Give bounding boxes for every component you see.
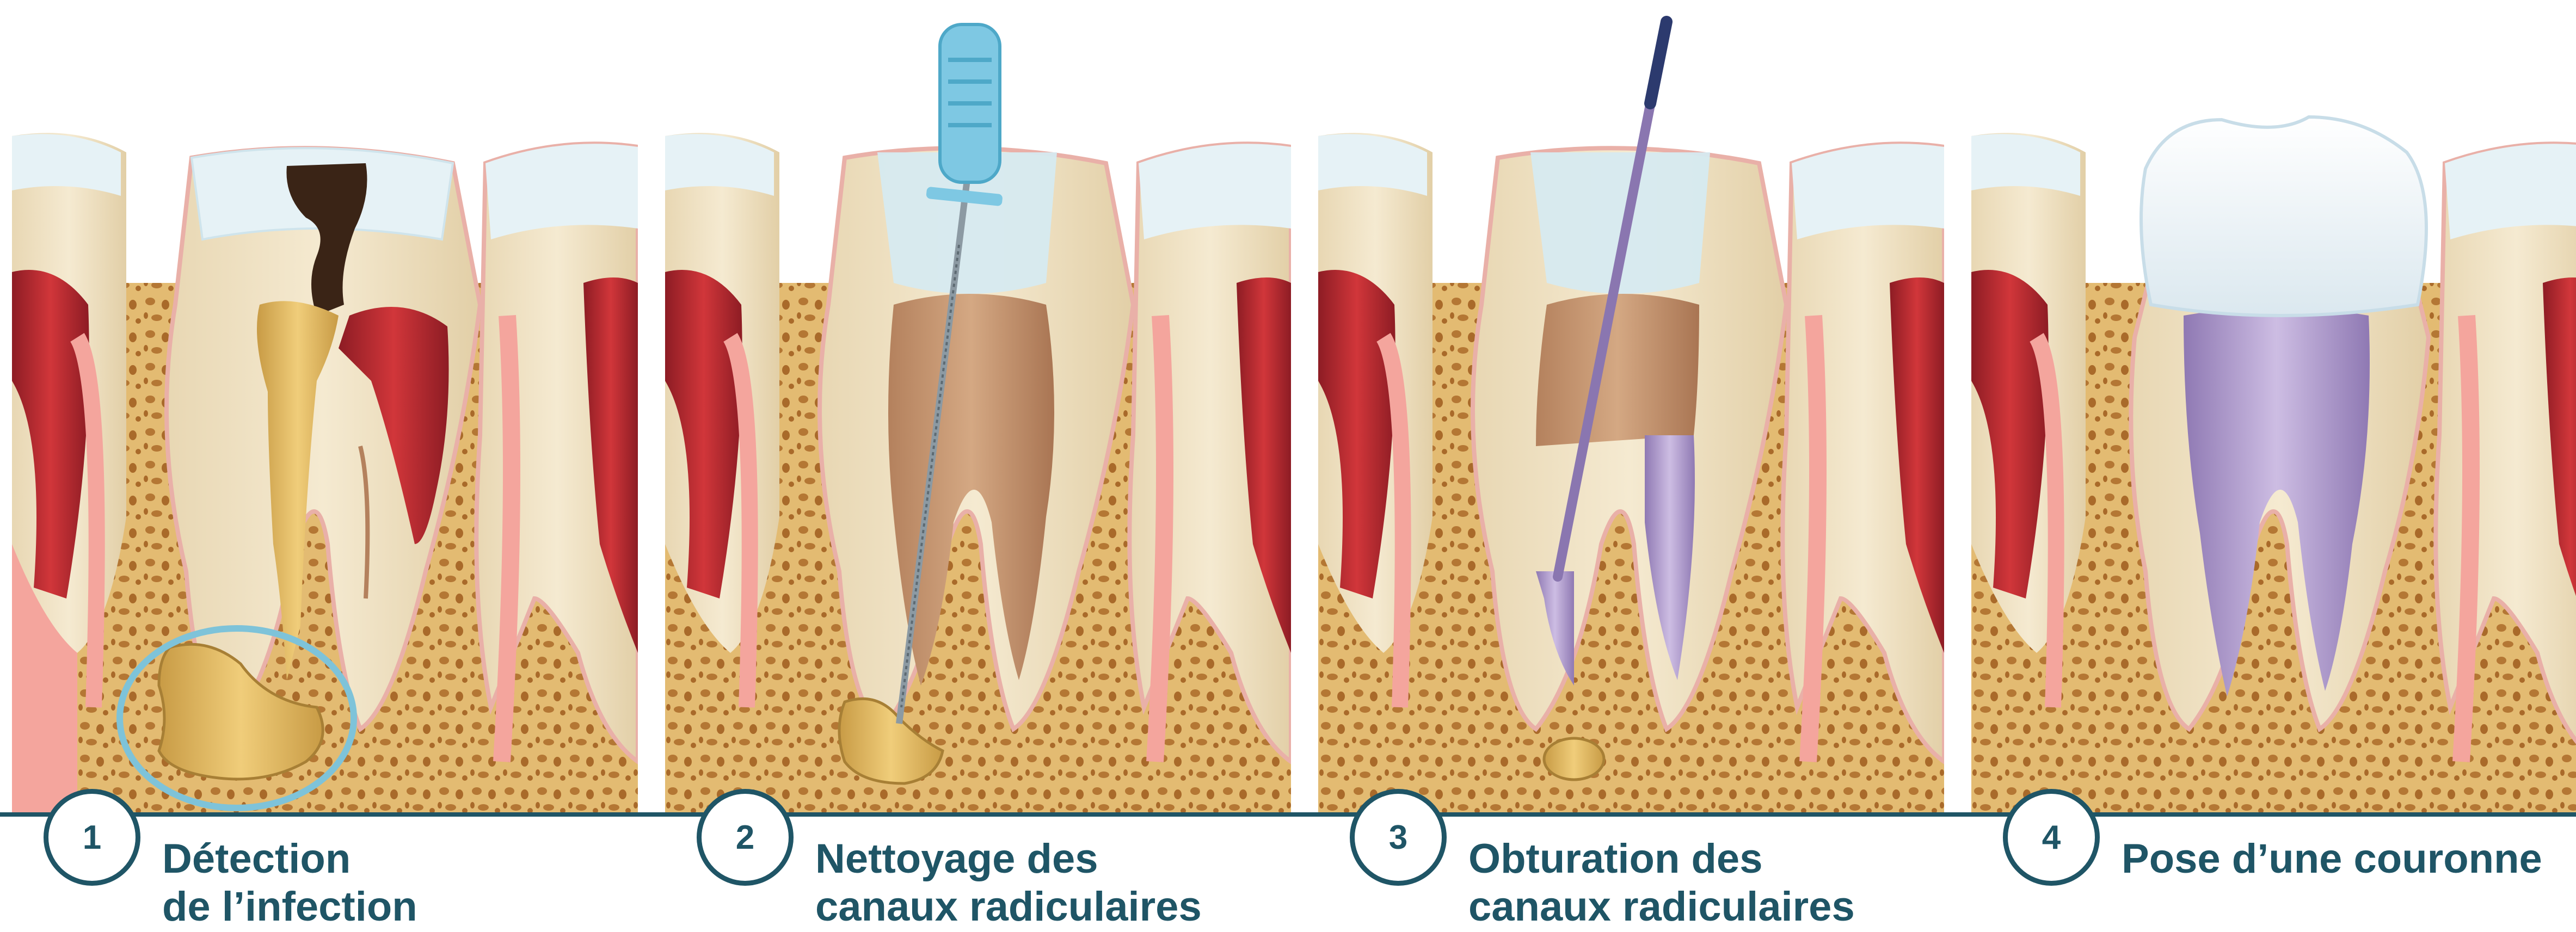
step-1-badge: 1: [44, 789, 140, 886]
step-2-caption-line2: canaux radiculaires: [815, 883, 1202, 931]
dental-crown: [2141, 117, 2426, 316]
step-3-caption-line1: Obturation des: [1468, 835, 1855, 883]
step-4-badge: 4: [2003, 789, 2100, 886]
step-4-caption-line1: Pose d’une couronne: [2122, 835, 2542, 883]
step-4-caption: Pose d’une couronne: [2122, 835, 2542, 883]
step-3-caption: Obturation des canaux radiculaires: [1468, 835, 1855, 931]
step-4-illustration: [1971, 0, 2576, 816]
step-2-badge: 2: [697, 789, 794, 886]
step-1-caption: Détection de l’infection: [162, 835, 417, 931]
step-1-number: 1: [83, 818, 101, 857]
step-4-number: 4: [2042, 818, 2061, 857]
step-2-caption-line1: Nettoyage des: [815, 835, 1202, 883]
timeline-baseline: [0, 812, 2576, 817]
step-2-caption: Nettoyage des canaux radiculaires: [815, 835, 1202, 931]
step-2-number: 2: [736, 818, 754, 857]
step-2-illustration: [665, 0, 1291, 816]
step-1-illustration: [12, 0, 638, 816]
step-3-illustration: [1318, 0, 1944, 816]
small-residual-lesion: [1544, 738, 1604, 780]
step-3-caption-line2: canaux radiculaires: [1468, 883, 1855, 931]
step-3-number: 3: [1389, 818, 1407, 857]
step-1-caption-line1: Détection: [162, 835, 417, 883]
step-1-caption-line2: de l’infection: [162, 883, 417, 931]
step-3-badge: 3: [1350, 789, 1447, 886]
